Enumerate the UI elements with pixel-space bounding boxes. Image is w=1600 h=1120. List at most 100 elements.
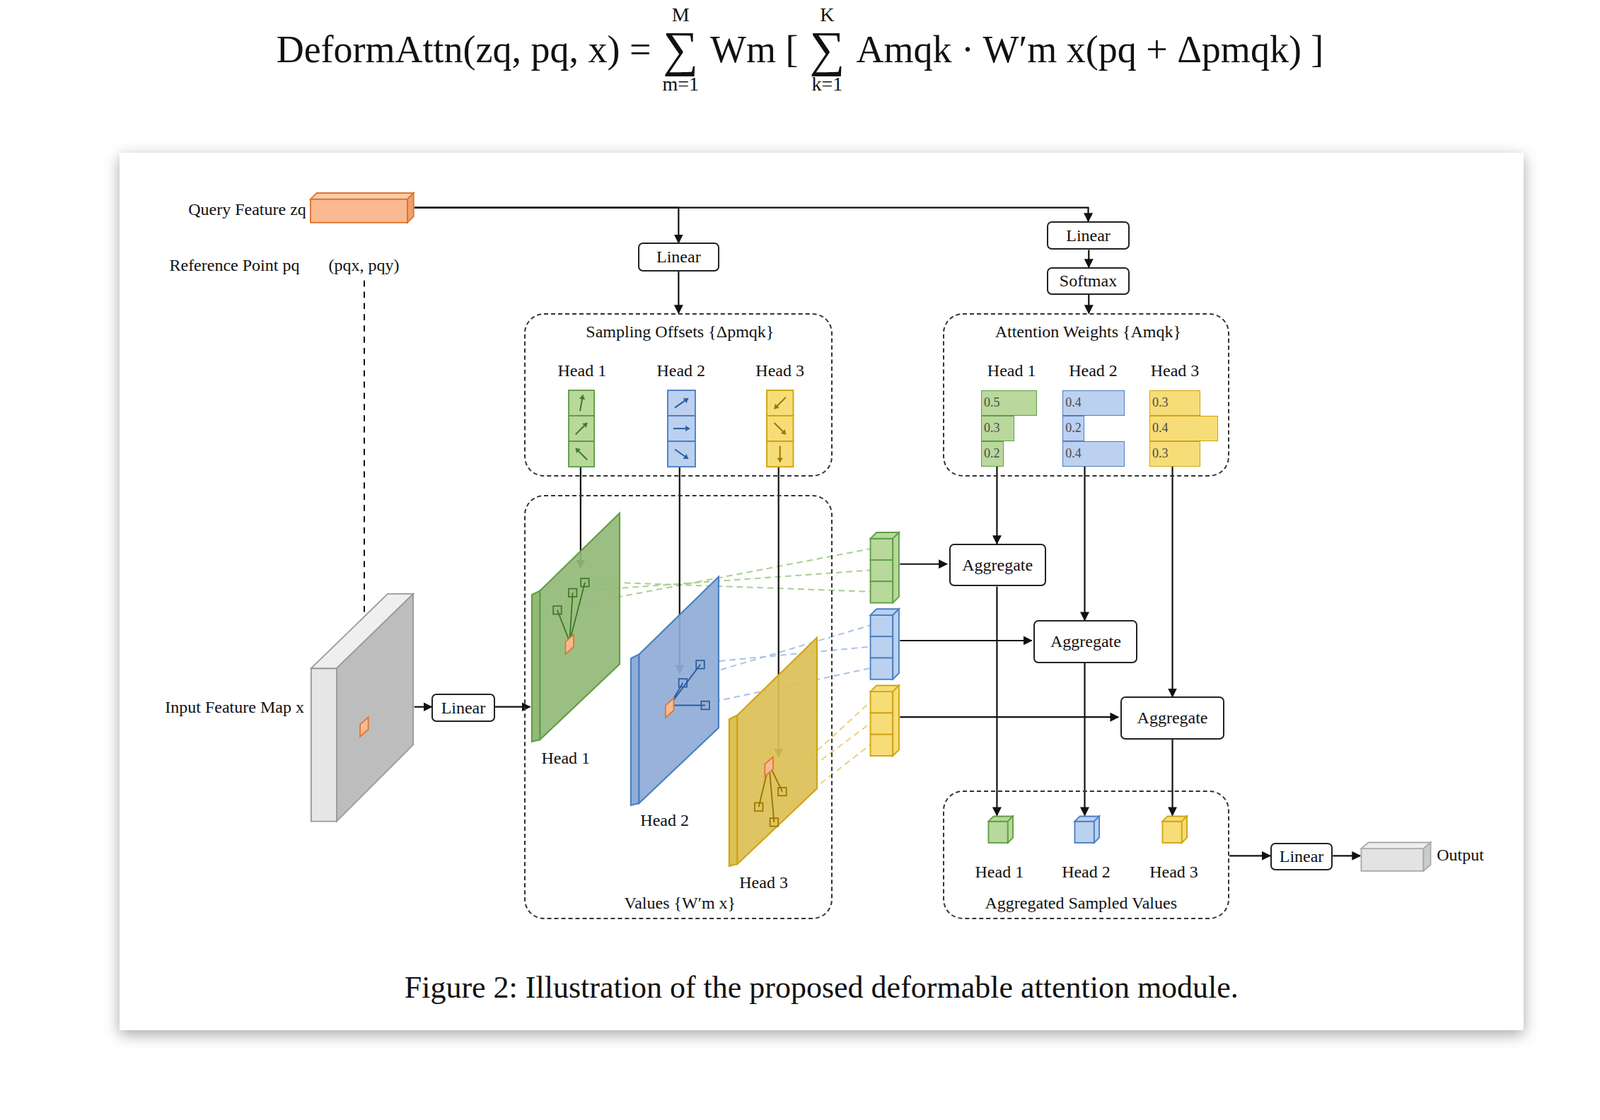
arrow-connector bbox=[995, 466, 998, 544]
box-label: Softmax bbox=[1059, 271, 1117, 291]
sampled-values-stack bbox=[870, 532, 900, 604]
aggregated-cube: Head 1 bbox=[987, 815, 1015, 844]
linear-box: Linear bbox=[1046, 221, 1130, 250]
shape-outline bbox=[1360, 841, 1432, 873]
shape-outline bbox=[1073, 815, 1101, 844]
arrow-connector bbox=[1332, 855, 1361, 857]
linear-box: Linear bbox=[1270, 843, 1334, 871]
arrow-connector bbox=[1171, 466, 1173, 697]
weight-bars: 0.50.30.2Head 1 bbox=[981, 390, 1037, 467]
sum-sign: ∑ bbox=[662, 24, 699, 75]
weight-bar: 0.4 bbox=[1062, 441, 1125, 467]
arrow-connector bbox=[677, 271, 680, 314]
head-label: Head 2 bbox=[1068, 361, 1118, 381]
box-label: Aggregate bbox=[1137, 708, 1209, 728]
offsets-group: Sampling Offsets {Δpmqk} Head 1 Head 2 Head… bbox=[524, 313, 833, 477]
arrow-connector bbox=[1083, 466, 1086, 621]
head-label: Head 3 bbox=[755, 361, 805, 381]
reference-label: Reference Point pq bbox=[169, 256, 300, 276]
feature-map: Input Feature Map x bbox=[309, 592, 415, 823]
shape-outline bbox=[529, 509, 622, 742]
weight-bar: 0.3 bbox=[981, 415, 1016, 442]
head-label: Head 3 bbox=[739, 873, 788, 893]
sum-sign: ∑ bbox=[809, 24, 846, 75]
weight-value: 0.5 bbox=[983, 395, 1001, 411]
formula-text: Amqk · W′m x(pq + Δpmqk) ] bbox=[855, 27, 1324, 72]
aggregate-box: Aggregate bbox=[1120, 696, 1225, 740]
aggregated-cube: Head 2 bbox=[1073, 815, 1101, 844]
arrow-connector bbox=[414, 706, 433, 709]
weight-bar: 0.2 bbox=[981, 441, 1004, 467]
weight-value: 0.4 bbox=[1065, 395, 1082, 411]
arrow-connector bbox=[414, 207, 680, 244]
weight-bars: 0.30.40.3Head 3 bbox=[1149, 390, 1219, 467]
weight-bar: 0.2 bbox=[1062, 415, 1085, 442]
head-label: Head 3 bbox=[1149, 862, 1199, 882]
formula-text: Wm [ bbox=[710, 27, 798, 72]
head-label: Head 1 bbox=[987, 361, 1037, 381]
weight-value: 0.3 bbox=[983, 420, 1001, 436]
box-label: Linear bbox=[1279, 847, 1325, 867]
weight-value: 0.2 bbox=[983, 446, 1001, 462]
weight-value: 0.3 bbox=[1152, 446, 1169, 462]
weights-group: Attention Weights {Amqk}0.50.30.2Head 10… bbox=[942, 313, 1230, 477]
value-plane: Head 1 bbox=[529, 509, 622, 742]
box-label: Linear bbox=[1065, 226, 1111, 246]
values-group: Values {W′m x}Head 1Head 2Head 3 bbox=[524, 495, 833, 920]
head-label: Head 2 bbox=[656, 361, 706, 381]
formula: DeformAttn(zq, pq, x) =M∑m=1Wm [K∑k=1Amq… bbox=[0, 0, 1600, 100]
group-heading: Aggregated Sampled Values bbox=[985, 894, 1178, 914]
group-heading: Sampling Offsets {Δpmqk} bbox=[585, 322, 774, 342]
value-plane: Head 2 bbox=[628, 572, 721, 806]
offset-column: Head 3 bbox=[766, 390, 794, 467]
sum-limit: k=1 bbox=[812, 74, 844, 95]
box-label: Aggregate bbox=[961, 555, 1033, 576]
aggregated-cube: Head 3 bbox=[1161, 815, 1189, 844]
weight-bar: 0.3 bbox=[1149, 390, 1201, 416]
query-feature-bar: Query Feature zq bbox=[310, 193, 415, 223]
sum-limit: m=1 bbox=[662, 74, 699, 95]
group-heading: Values {W′m x} bbox=[624, 894, 737, 914]
weight-value: 0.4 bbox=[1152, 420, 1169, 436]
value-plane: Head 3 bbox=[727, 633, 822, 869]
head-label: Head 3 bbox=[1150, 361, 1200, 381]
arrow-connector bbox=[1087, 294, 1090, 314]
box-label: Linear bbox=[656, 247, 701, 267]
head-label: Head 1 bbox=[557, 361, 607, 381]
shape-outline bbox=[727, 633, 822, 869]
sum-limit: M bbox=[671, 4, 690, 25]
shape-outline bbox=[568, 390, 595, 467]
head-label: Head 2 bbox=[1061, 862, 1111, 882]
figure-caption: Figure 2: Illustration of the proposed d… bbox=[119, 969, 1524, 1006]
weight-value: 0.4 bbox=[1065, 446, 1082, 462]
aggregate-box: Aggregate bbox=[1033, 620, 1138, 664]
weight-bar: 0.5 bbox=[981, 390, 1037, 416]
aggregated-group: Aggregated Sampled Values Head 1 Head 2 Hea… bbox=[942, 790, 1230, 920]
weight-value: 0.3 bbox=[1152, 395, 1169, 411]
head-label: Head 1 bbox=[975, 862, 1025, 882]
sum-operator: M∑m=1 bbox=[662, 4, 699, 95]
arrow-connector bbox=[1087, 249, 1090, 268]
arrow-connector bbox=[1083, 663, 1086, 817]
head-label: Head 1 bbox=[541, 749, 590, 769]
weight-bar: 0.3 bbox=[1149, 441, 1201, 467]
figure-panel bbox=[119, 152, 1524, 1031]
shape-outline bbox=[987, 815, 1015, 844]
head-label: Output bbox=[1436, 845, 1484, 865]
sum-limit: K bbox=[819, 4, 834, 25]
sampled-values-stack bbox=[870, 685, 900, 757]
box-label: Aggregate bbox=[1050, 632, 1122, 652]
shape-outline bbox=[309, 592, 415, 823]
weight-value: 0.2 bbox=[1065, 420, 1082, 436]
formula-text: DeformAttn(zq, pq, x) = bbox=[276, 27, 652, 72]
weight-bar: 0.4 bbox=[1062, 390, 1125, 416]
sampled-values-stack bbox=[870, 609, 900, 680]
arrow-connector bbox=[414, 207, 1089, 222]
shape-outline bbox=[766, 390, 794, 467]
reference-coords: (pqx, pqy) bbox=[328, 256, 400, 276]
head-label: Head 2 bbox=[640, 811, 689, 831]
shape-outline bbox=[1161, 815, 1189, 844]
box-label: Linear bbox=[441, 698, 486, 718]
